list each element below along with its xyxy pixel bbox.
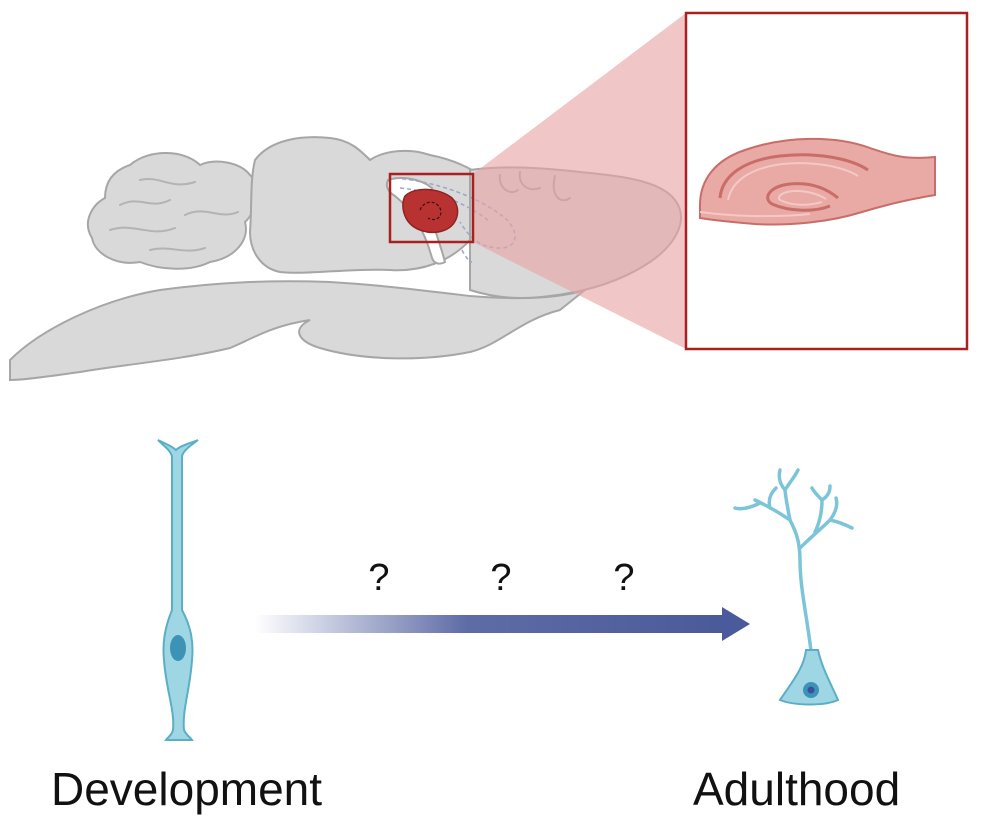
question-mark-3: ? (613, 557, 634, 599)
neuron-soma-body (778, 649, 840, 706)
gradient-arrow-icon (255, 607, 750, 641)
dashed-outline-inner (399, 187, 491, 263)
hippocampus-highlight (402, 188, 459, 234)
dentate-gyrus-inner (778, 189, 827, 206)
hippocampus-section-icon (699, 137, 936, 226)
hippocampus-base (699, 211, 811, 218)
hippocampus-cornu-inner (727, 162, 859, 201)
olfactory-gyri (109, 178, 239, 252)
dendrite-branch-left (733, 468, 800, 522)
radial-glia-nucleus (170, 635, 186, 661)
dendrite-branch-right (798, 484, 854, 550)
dentate-gyrus (766, 182, 839, 212)
hippocampus-dashed-core (419, 201, 442, 221)
radial-glia-body (157, 439, 199, 741)
question-mark-1: ? (368, 557, 389, 599)
brainstem-shape (9, 280, 586, 382)
selection-box (388, 172, 475, 244)
hippocampus-cornu (718, 153, 869, 199)
zoom-cone (473, 13, 686, 349)
development-label: Development (51, 763, 322, 815)
arrow-head (722, 607, 750, 641)
adulthood-label: Adulthood (693, 763, 900, 815)
neuron-soma (778, 649, 840, 706)
question-mark-2: ? (490, 557, 511, 599)
olfactory-bulb-shape (86, 152, 259, 270)
radial-glia-cell-icon (157, 439, 199, 741)
neuron-nucleolus (807, 686, 815, 694)
apical-dendrite (788, 518, 814, 662)
arrow-shaft (255, 615, 725, 633)
pyramidal-neuron-icon (733, 468, 854, 662)
